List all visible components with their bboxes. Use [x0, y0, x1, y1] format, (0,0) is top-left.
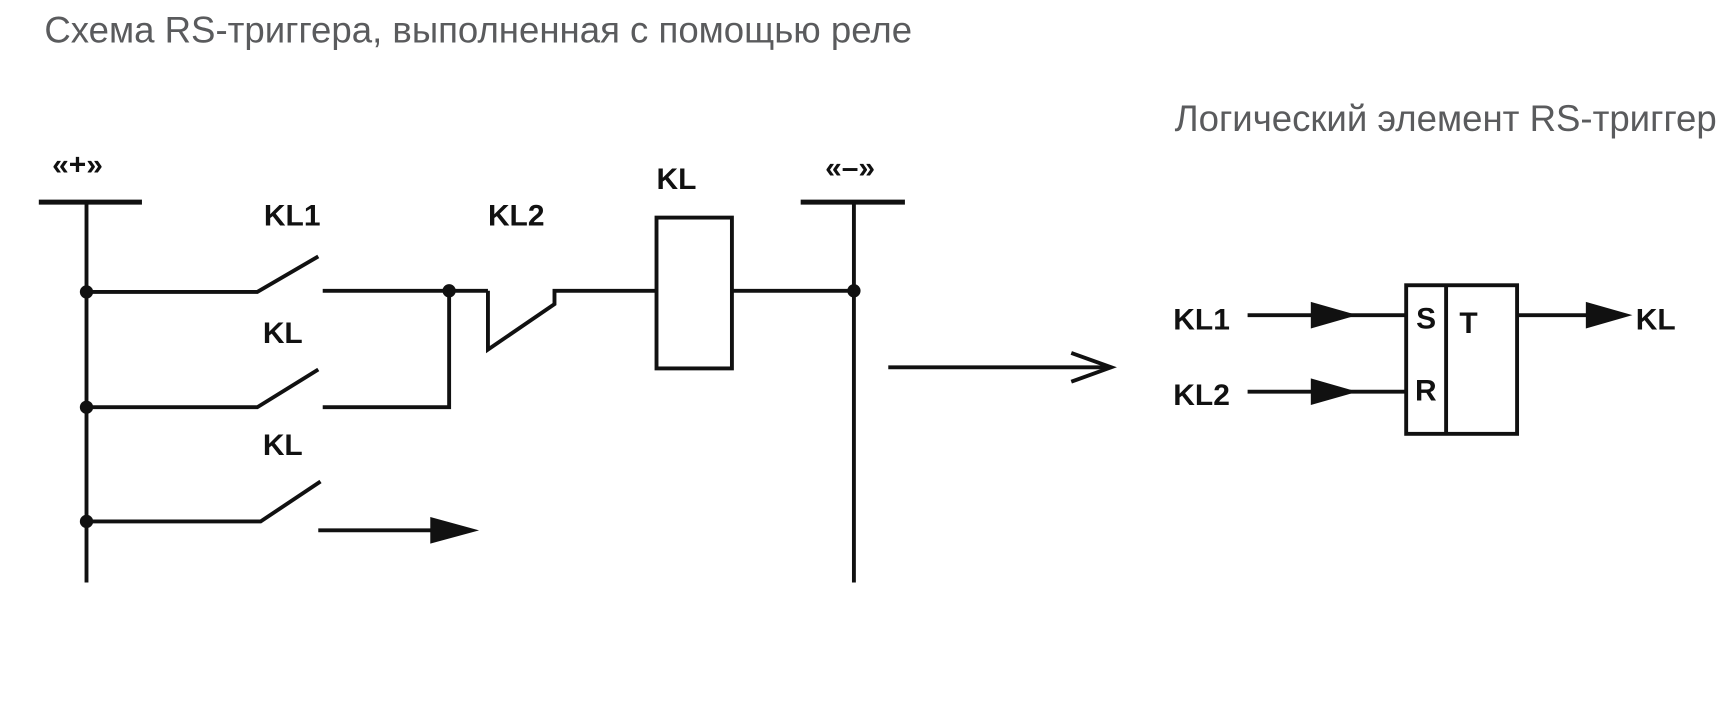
coil-label: KL: [657, 163, 697, 196]
contact-kl2-nc: [486, 288, 657, 354]
minus-bus-label: «–»: [825, 152, 875, 185]
pin-s: S: [1416, 302, 1436, 335]
plus-bus-label: «+»: [52, 148, 103, 181]
trigger-block: [1404, 283, 1520, 436]
output-arrow: [1585, 301, 1633, 329]
transition-arrow: [888, 351, 1117, 384]
contact-kl1: [86, 254, 320, 294]
output-label: KL: [1636, 304, 1676, 337]
output-arrow-head: [430, 517, 480, 544]
logic-element-title: Логический элемент RS-триггер: [1175, 98, 1717, 139]
contact-kl-output: [86, 479, 322, 524]
input-set-label: KL1: [1173, 304, 1230, 337]
input-reset-label: KL2: [1173, 379, 1230, 412]
wire: [322, 290, 452, 410]
diagram-title: Схема RS-триггера, выполненная с помощью…: [44, 9, 912, 50]
pin-r: R: [1415, 375, 1437, 408]
input-reset-arrow: [1310, 378, 1358, 406]
logic-element: KL1 KL2 S R T KL: [1173, 283, 1676, 436]
relay-coil: [654, 215, 734, 371]
input-set-arrow: [1310, 301, 1358, 329]
contact-kl2-label: KL2: [488, 199, 545, 232]
output-contact-label: KL: [263, 429, 303, 462]
self-hold-contact-label: KL: [263, 317, 303, 350]
contact-kl-self-hold: [86, 367, 320, 410]
contact-kl1-label: KL1: [264, 199, 321, 232]
relay-circuit: «+» «–» KL1 KL2 KL KL KL: [38, 148, 905, 583]
trigger-type-label: T: [1459, 307, 1477, 340]
